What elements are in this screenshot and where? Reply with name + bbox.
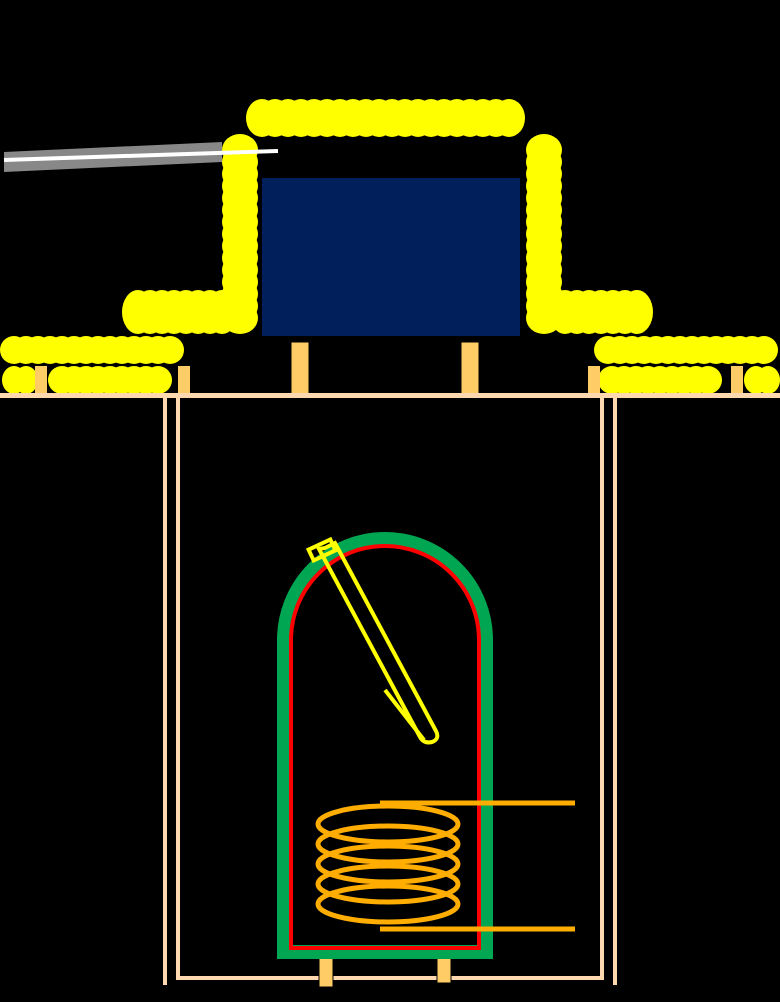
cylinder-foot <box>436 954 452 984</box>
tank-support-leg <box>290 341 310 395</box>
insulation-batt <box>14 366 38 394</box>
insulation-batt <box>144 366 172 394</box>
thermostat-pocket <box>305 536 440 745</box>
insulation-batt <box>750 336 778 364</box>
joist <box>731 366 743 394</box>
insulation-batt <box>156 336 184 364</box>
insulation-batt <box>621 290 653 334</box>
joist <box>588 366 600 394</box>
joist <box>35 366 47 394</box>
insulation-batt <box>493 99 525 137</box>
cupboard-walls <box>163 398 617 985</box>
joist <box>178 366 190 394</box>
cylinder-outer-shell <box>277 532 493 959</box>
heating-coil <box>315 800 575 932</box>
insulation-batt <box>694 366 722 394</box>
cylinder-foot <box>318 956 334 988</box>
insulation-batt <box>756 366 780 394</box>
header-tank <box>262 178 520 336</box>
floor-line <box>0 393 780 398</box>
cylinder-inner-wall <box>289 544 481 950</box>
inlet-pipe <box>3 142 279 172</box>
insulation-batt <box>206 290 238 334</box>
tank-insulation <box>0 99 780 394</box>
tank-support-leg <box>460 341 480 395</box>
